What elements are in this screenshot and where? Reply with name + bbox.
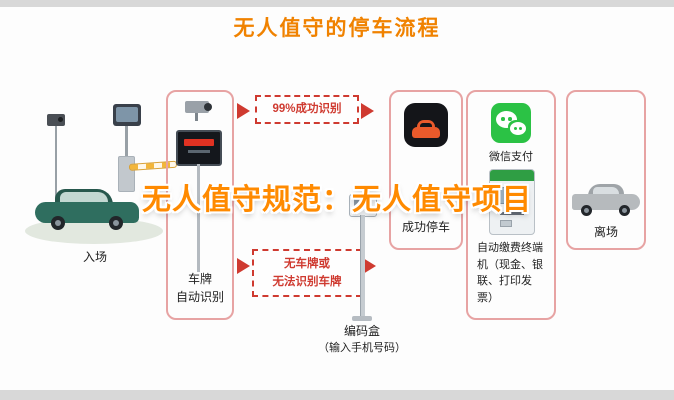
cctv-camera-icon: [47, 114, 65, 126]
parked-panel: 成功停车: [389, 90, 463, 250]
led-bar: [184, 139, 214, 146]
wechat-bubble-small: [510, 122, 526, 135]
exit-panel: 离场: [566, 90, 646, 250]
coding-box-base: [352, 316, 372, 321]
coding-box-sublabel: （输入手机号码）: [318, 342, 406, 354]
payment-terminal-icon: [489, 169, 535, 235]
flow-arrow-icon: [361, 103, 374, 119]
watermark-title: 无人值守规范：无人值守项目: [141, 184, 532, 216]
car-window: [60, 192, 108, 202]
car-wheel: [109, 216, 123, 230]
recognition-pole: [197, 164, 200, 272]
entry-label: 入场: [82, 250, 107, 264]
plate-camera-icon: [185, 101, 212, 121]
camera-pole: [55, 126, 57, 210]
monitor-pole: [125, 126, 128, 158]
car-wheel: [51, 216, 65, 230]
payment-panel: 微信支付 自动缴费终端机（现金、银联、打印发票）: [466, 90, 556, 320]
coding-box-pole: [360, 215, 365, 318]
parked-car-body: [412, 127, 440, 138]
entering-car-icon: [35, 186, 139, 230]
plate-recognition-panel: 车牌 自动识别: [166, 90, 234, 320]
display-monitor-icon: [113, 104, 141, 126]
parked-car-icon: [404, 103, 448, 147]
diagram-title: 无人值守的停车流程: [233, 17, 441, 40]
recognition-label-line2: 自动识别: [175, 290, 224, 304]
fail-box-line2: 无法识别车牌: [272, 276, 342, 289]
parked-car-windshield: [420, 123, 432, 127]
coding-box-group: 编码盒 （输入手机号码）: [318, 190, 406, 360]
recognition-label-line1: 车牌: [187, 272, 212, 286]
wechat-icon: [491, 103, 531, 143]
car-roof: [55, 189, 113, 206]
terminal-label: 自动缴费终端机（现金、银联、打印发票）: [477, 242, 543, 304]
flow-arrow-icon: [363, 258, 376, 274]
coding-box-label: 编码盒: [343, 324, 380, 338]
led-display-icon: [176, 130, 222, 166]
wechat-pay-label: 微信支付: [489, 151, 533, 163]
fail-box-line1: 无车牌或: [284, 258, 330, 270]
car-wheel: [581, 205, 592, 216]
car-roof: [588, 184, 624, 197]
top-border-strip: [0, 0, 674, 7]
terminal-header: [490, 170, 534, 181]
success-recognition-box: 99%成功识别: [255, 95, 359, 124]
exit-label: 离场: [593, 225, 618, 239]
flow-arrow-icon: [237, 258, 250, 274]
recognition-label: 车牌 自动识别: [168, 270, 232, 306]
terminal-slot: [500, 212, 524, 215]
led-bar-secondary: [188, 150, 210, 153]
car-wheel: [619, 205, 630, 216]
fail-recognition-box: 无车牌或 无法识别车牌: [252, 249, 362, 297]
exiting-car-icon: [572, 180, 640, 216]
car-window: [593, 187, 619, 194]
flow-arrow-icon: [237, 103, 250, 119]
terminal-button: [500, 220, 512, 227]
bottom-border-strip: [0, 390, 674, 400]
entry-scene: 入场: [25, 100, 178, 275]
terminal-screen: [498, 187, 528, 204]
parked-label: 成功停车: [401, 220, 450, 234]
